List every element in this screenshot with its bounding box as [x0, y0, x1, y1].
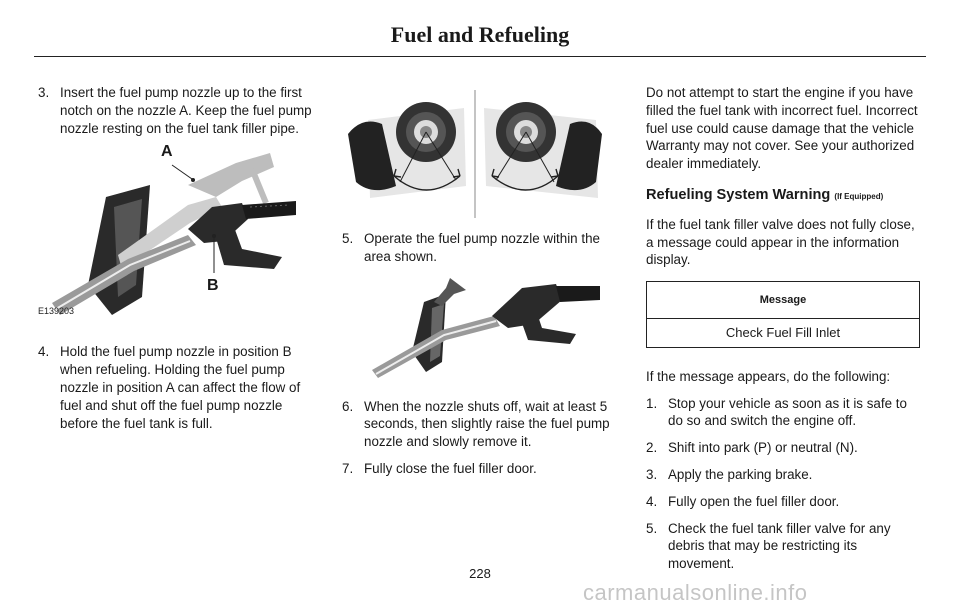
list-item: 4. Fully open the fuel filler door.: [646, 493, 924, 511]
step-number: 5.: [342, 231, 354, 246]
list-item: 5. Check the fuel tank filler valve for …: [646, 520, 924, 573]
step-number: 4.: [38, 344, 50, 360]
lift-arrow: [434, 277, 466, 306]
fuel-hose: [242, 201, 296, 220]
step-text: Fully open the fuel filler door.: [668, 493, 840, 509]
step-number: 7.: [342, 460, 354, 476]
message-table: Message Check Fuel Fill Inlet: [646, 281, 920, 348]
list-item: 3. Apply the parking brake.: [646, 466, 924, 484]
step-number: 4.: [646, 493, 658, 509]
label-b: B: [207, 277, 219, 295]
incorrect-fuel-warning: Do not attempt to start the engine if yo…: [646, 85, 918, 172]
column-3: Do not attempt to start the engine if yo…: [646, 84, 924, 573]
table-header: Message: [646, 281, 920, 319]
step-text: Operate the fuel pump nozzle within the …: [364, 231, 600, 264]
filler-right-view: [484, 102, 602, 198]
nozzle-position-figure: A B E139203: [38, 143, 320, 327]
page-number: 228: [469, 566, 491, 581]
nozzle-removal-figure: [342, 272, 626, 386]
operating-area-figure: [342, 86, 626, 220]
step-5: 5. Operate the fuel pump nozzle within t…: [342, 230, 626, 266]
step-4: 4. Hold the fuel pump nozzle in position…: [38, 343, 320, 432]
nozzle-handle: [188, 203, 248, 244]
step-text: Apply the parking brake.: [668, 466, 813, 482]
nozzle-removal-illustration: [372, 277, 600, 378]
nozzle-position-a: [188, 153, 274, 198]
operating-area-illustration: [348, 90, 602, 218]
nozzle-spout: [52, 235, 196, 316]
step-number: 5.: [646, 520, 658, 536]
step-6: 6. When the nozzle shuts off, wait at le…: [342, 398, 626, 451]
step-text: Hold the fuel pump nozzle in position B …: [60, 344, 301, 431]
step-text: Shift into park (P) or neutral (N).: [668, 440, 858, 456]
table-row: Check Fuel Fill Inlet: [646, 317, 920, 348]
step-7: 7. Fully close the fuel filler door.: [342, 460, 626, 478]
warning-description: If the fuel tank filler valve does not f…: [646, 216, 915, 268]
step-text: When the nozzle shuts off, wait at least…: [364, 398, 610, 450]
step-number: 1.: [646, 395, 658, 411]
nozzle-illustration: [52, 153, 296, 316]
list-item: 2. Shift into park (P) or neutral (N).: [646, 439, 924, 457]
filler-left-view: [348, 102, 466, 198]
nozzle-spout: [372, 315, 500, 378]
step-number: 2.: [646, 440, 658, 456]
table-cell: Check Fuel Fill Inlet: [646, 317, 920, 348]
step-text: Stop your vehicle as soon as it is safe …: [668, 395, 907, 429]
figure-code: E139203: [38, 306, 75, 317]
step-text: Check the fuel tank filler valve for any…: [668, 520, 891, 572]
nozzle-handle: [492, 283, 562, 328]
fuel-hose: [556, 285, 600, 302]
heading-suffix: (If Equipped): [834, 191, 884, 201]
step-number: 3.: [38, 85, 50, 100]
step-3: 3. Insert the fuel pump nozzle up to the…: [38, 84, 320, 137]
step-number: 3.: [646, 466, 658, 482]
follow-instructions: If the message appears, do the following…: [646, 368, 891, 384]
step-text: Fully close the fuel filler door.: [364, 460, 537, 476]
section-heading: Refueling System Warning (If Equipped): [646, 187, 924, 206]
step-text: Insert the fuel pump nozzle up to the fi…: [60, 85, 312, 136]
label-a: A: [161, 143, 173, 161]
column-1: 3. Insert the fuel pump nozzle up to the…: [38, 84, 320, 432]
watermark: carmanualsonline.info: [583, 580, 808, 605]
page-title: Fuel and Refueling: [390, 22, 570, 47]
step-number: 6.: [342, 398, 354, 414]
list-item: 1. Stop your vehicle as soon as it is sa…: [646, 395, 924, 431]
heading-text: Refueling System Warning: [646, 186, 831, 203]
title-divider: [34, 56, 926, 57]
column-2: 5. Operate the fuel pump nozzle within t…: [342, 84, 626, 478]
